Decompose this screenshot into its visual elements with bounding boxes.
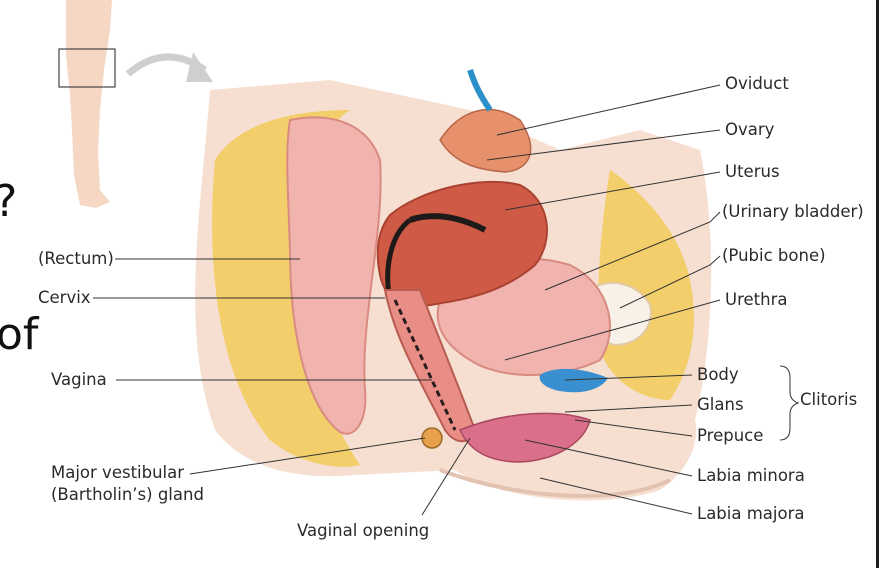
leader-urinary-bladder	[544, 211, 721, 291]
slide-text-question-mark: ?	[0, 180, 17, 224]
locator-box	[58, 48, 116, 88]
right-edge-divider	[876, 0, 879, 568]
label-vaginal-opening: Vaginal opening	[297, 521, 430, 540]
label-urinary-bladder: (Urinary bladder)	[722, 202, 864, 221]
label-clitoris-glans: Glans	[697, 395, 744, 414]
leader-gland	[189, 437, 426, 475]
label-clitoris: Clitoris	[800, 390, 858, 409]
leader-labia-minora	[524, 439, 693, 477]
leader-pubic-bone	[619, 255, 721, 309]
label-ovary: Ovary	[725, 120, 775, 139]
leader-lines	[93, 84, 800, 516]
leader-urethra	[504, 299, 721, 361]
label-labia-majora: Labia majora	[697, 504, 805, 523]
leader-glans	[564, 404, 693, 413]
leader-ovary	[486, 129, 721, 161]
leader-body	[564, 374, 693, 381]
clitoris-brace	[779, 365, 800, 441]
label-oviduct: Oviduct	[725, 74, 789, 93]
label-gland-line2: (Bartholin’s) gland	[51, 485, 204, 504]
label-pubic-bone: (Pubic bone)	[722, 246, 826, 265]
body-locator-figure	[66, 0, 112, 208]
label-clitoris-prepuce: Prepuce	[697, 426, 764, 445]
leader-uterus	[504, 171, 721, 211]
pelvic-section-illustration	[195, 69, 712, 501]
label-clitoris-body: Body	[697, 365, 739, 384]
label-gland-line1: Major vestibular	[51, 463, 185, 482]
label-uterus: Uterus	[725, 162, 780, 181]
leader-vaginal-opening	[421, 437, 471, 516]
label-vagina: Vagina	[51, 370, 107, 389]
leader-labia-majora	[539, 477, 693, 515]
slide-text-of: of	[0, 309, 39, 360]
locator-arrow-head	[186, 52, 213, 82]
label-cervix: Cervix	[38, 288, 91, 307]
leader-oviduct	[496, 84, 721, 136]
label-urethra: Urethra	[725, 290, 788, 309]
label-rectum: (Rectum)	[38, 249, 114, 268]
label-labia-minora: Labia minora	[697, 466, 805, 485]
leader-prepuce	[574, 419, 693, 437]
